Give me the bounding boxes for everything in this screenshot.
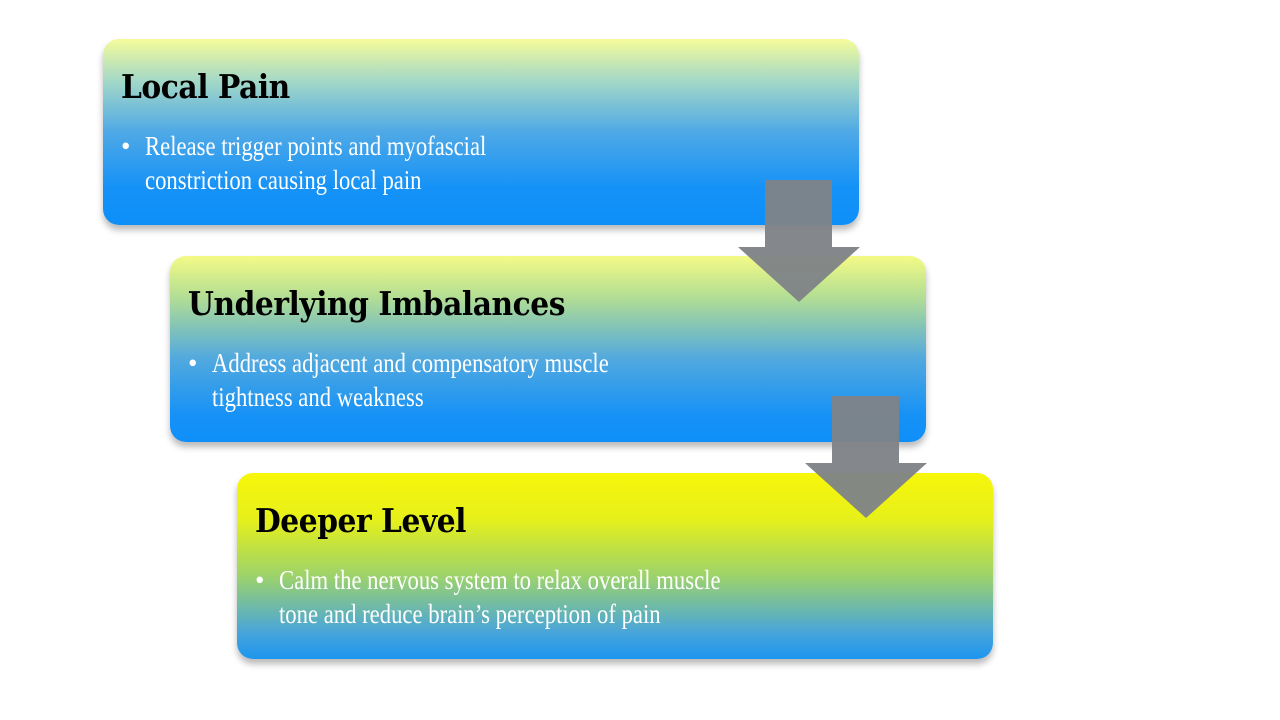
step-bullet-list: • Release trigger points and myofascial … <box>121 129 551 197</box>
bullet-item: • Release trigger points and myofascial … <box>121 129 551 197</box>
step-title: Underlying Imbalances <box>188 284 566 323</box>
step-title: Deeper Level <box>255 501 467 540</box>
bullet-line: Address adjacent and compensatory muscle <box>212 348 609 378</box>
step-underlying-imbalances: Underlying Imbalances • Address adjacent… <box>170 256 926 442</box>
step-bullet-list: • Address adjacent and compensatory musc… <box>188 346 684 414</box>
bullet-line: tightness and weakness <box>212 382 424 412</box>
bullet-dot-icon: • <box>255 565 265 595</box>
bullet-line: Release trigger points and myofascial <box>145 131 487 161</box>
step-title: Local Pain <box>121 67 290 106</box>
down-arrow-icon <box>805 396 927 518</box>
bullet-dot-icon: • <box>121 131 131 161</box>
step-bullet-list: • Calm the nervous system to relax overa… <box>255 563 805 631</box>
bullet-line: constriction causing local pain <box>145 165 422 195</box>
bullet-item: • Address adjacent and compensatory musc… <box>188 346 684 414</box>
down-arrow-icon <box>738 180 860 302</box>
bullet-item: • Calm the nervous system to relax overa… <box>255 563 805 631</box>
bullet-line: Calm the nervous system to relax overall… <box>279 565 721 595</box>
step-local-pain: Local Pain • Release trigger points and … <box>103 39 859 225</box>
bullet-dot-icon: • <box>188 348 198 378</box>
bullet-line: tone and reduce brain’s perception of pa… <box>279 599 661 629</box>
